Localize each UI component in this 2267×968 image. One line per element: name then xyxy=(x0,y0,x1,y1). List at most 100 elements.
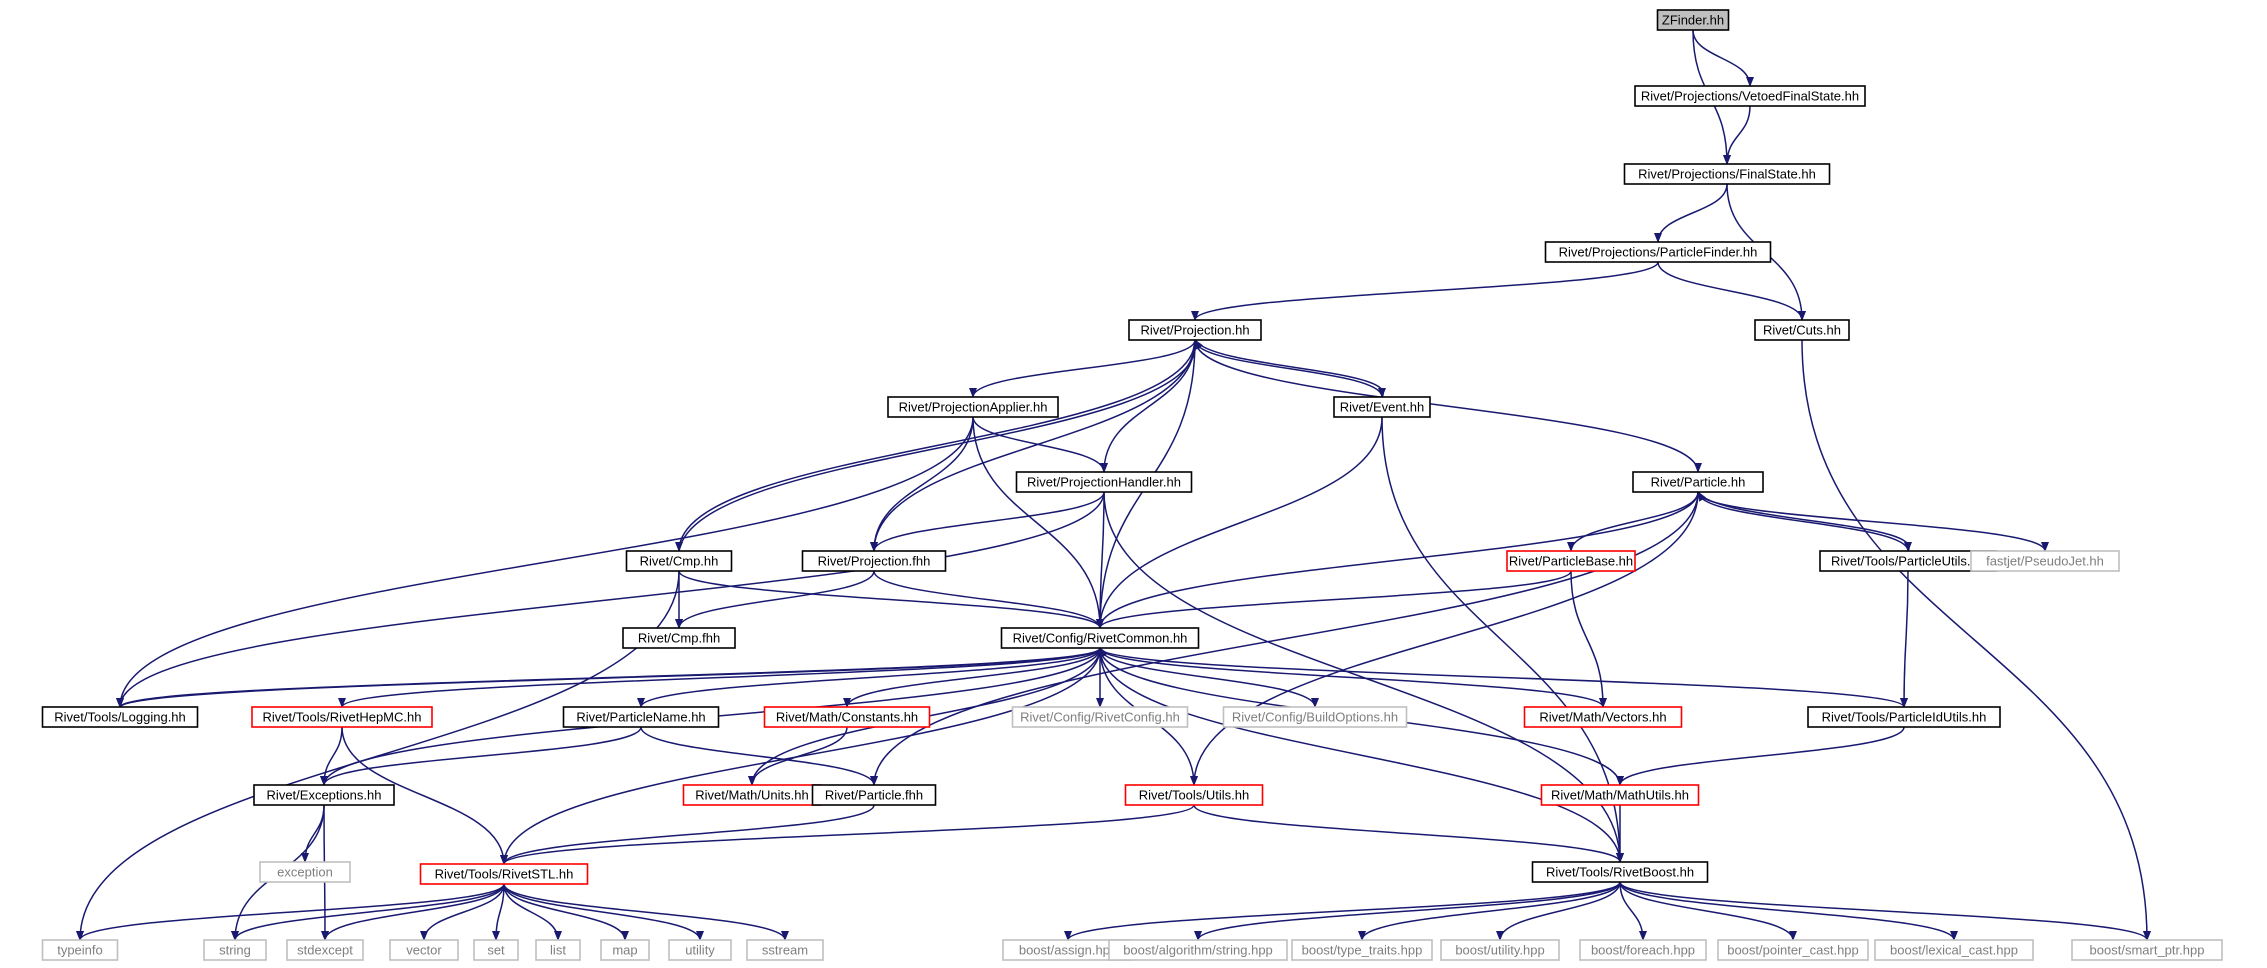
node-box xyxy=(625,550,733,572)
node-particleidutils[interactable]: Rivet/Tools/ParticleIdUtils.hh xyxy=(1807,706,2001,728)
node-box xyxy=(251,706,433,728)
node-projfhh[interactable]: Rivet/Projection.fhh xyxy=(801,550,947,572)
node-label: boost/smart_ptr.hpp xyxy=(2090,942,2205,957)
node-particleutils[interactable]: Rivet/Tools/ParticleUtils.hh xyxy=(1819,550,1997,572)
node-label: Rivet/Projections/VetoedFinalState.hh xyxy=(1641,88,1859,103)
node-box xyxy=(1108,939,1288,961)
node-label: Rivet/ProjectionHandler.hh xyxy=(1027,474,1181,489)
node-box xyxy=(668,939,732,961)
edge-projapplier-to-logging xyxy=(116,416,974,708)
node-exception: exception xyxy=(259,861,351,883)
node-label: Rivet/Math/Vectors.hh xyxy=(1539,709,1666,724)
edge-rivetboost-to-pointercast xyxy=(1619,881,1797,941)
node-cmp[interactable]: Rivet/Cmp.hh xyxy=(625,550,733,572)
node-finalstate[interactable]: Rivet/Projections/FinalState.hh xyxy=(1623,163,1831,185)
node-algostring: boost/algorithm/string.hpp xyxy=(1108,939,1288,961)
node-box xyxy=(1754,319,1850,341)
node-box xyxy=(622,627,736,649)
node-assign: boost/assign.hpp xyxy=(1002,939,1134,961)
edge-logging-to-rivetcommon xyxy=(119,647,1108,708)
node-rivethepmc[interactable]: Rivet/Tools/RivetHepMC.hh xyxy=(251,706,433,728)
edge-projection-to-event xyxy=(1194,339,1386,398)
edge-particlefinder-to-cuts xyxy=(1657,261,1806,321)
node-rivetcommon[interactable]: Rivet/Config/RivetCommon.hh xyxy=(1000,627,1200,649)
node-cmpfhh[interactable]: Rivet/Cmp.fhh xyxy=(622,627,736,649)
node-label: Rivet/Event.hh xyxy=(1340,399,1425,414)
node-label: Rivet/Projections/ParticleFinder.hh xyxy=(1559,244,1758,259)
node-rivetstl[interactable]: Rivet/Tools/RivetSTL.hh xyxy=(419,863,589,885)
edge-rivetstl-to-vector xyxy=(420,883,505,941)
edge-rivetboost-to-typetraits xyxy=(1358,881,1621,941)
node-projapplier[interactable]: Rivet/ProjectionApplier.hh xyxy=(887,396,1059,418)
node-label: Rivet/Particle.hh xyxy=(1651,474,1746,489)
node-constants[interactable]: Rivet/Math/Constants.hh xyxy=(763,706,931,728)
edge-particlename-to-exceptions xyxy=(320,726,642,786)
node-exceptions[interactable]: Rivet/Exceptions.hh xyxy=(253,784,395,806)
node-vetoed[interactable]: Rivet/Projections/VetoedFinalState.hh xyxy=(1634,85,1866,107)
node-units[interactable]: Rivet/Math/Units.hh xyxy=(682,784,822,806)
node-label: vector xyxy=(406,942,442,957)
node-logging[interactable]: Rivet/Tools/Logging.hh xyxy=(41,706,199,728)
node-label: stdexcept xyxy=(297,942,353,957)
node-particlename[interactable]: Rivet/ParticleName.hh xyxy=(562,706,720,728)
edge-rivetcommon-to-rivethepmc xyxy=(338,647,1101,708)
node-label: Rivet/Math/Constants.hh xyxy=(776,709,918,724)
node-particlebase[interactable]: Rivet/ParticleBase.hh xyxy=(1506,550,1636,572)
node-particle[interactable]: Rivet/Particle.hh xyxy=(1632,471,1764,493)
node-string: string xyxy=(203,939,267,961)
edge-projhandler-to-logging xyxy=(116,491,1105,708)
edge-particleutils-to-particle xyxy=(1697,491,1910,552)
node-butility: boost/utility.hpp xyxy=(1440,939,1560,961)
node-event[interactable]: Rivet/Event.hh xyxy=(1333,396,1431,418)
node-box xyxy=(1544,241,1772,263)
edge-rivetboost-to-foreach xyxy=(1619,881,1647,941)
edge-rivethepmc-to-exceptions xyxy=(320,726,343,786)
node-box xyxy=(887,396,1059,418)
node-rivetboost[interactable]: Rivet/Tools/RivetBoost.hh xyxy=(1531,861,1709,883)
node-label: Rivet/Tools/RivetBoost.hh xyxy=(1546,864,1694,879)
node-label: boost/algorithm/string.hpp xyxy=(1123,942,1273,957)
edge-projapplier-to-rivetcommon xyxy=(972,416,1104,629)
node-vectors[interactable]: Rivet/Math/Vectors.hh xyxy=(1523,706,1683,728)
edge-event-to-rivetboost xyxy=(1381,416,1624,863)
edge-rivetboost-to-butility xyxy=(1496,881,1621,941)
node-particlefhh[interactable]: Rivet/Particle.fhh xyxy=(811,784,937,806)
edge-projection-to-projhandler xyxy=(1100,339,1196,473)
dependency-nodes: ZFinder.hhRivet/Projections/VetoedFinalS… xyxy=(41,9,2223,961)
node-label: Rivet/Projection.hh xyxy=(1140,322,1249,337)
node-label: Rivet/Cuts.hh xyxy=(1763,322,1841,337)
node-label: Rivet/Tools/ParticleIdUtils.hh xyxy=(1822,709,1987,724)
edge-vetoed-to-finalstate xyxy=(1723,105,1751,165)
node-box xyxy=(1124,784,1264,806)
node-label: boost/utility.hpp xyxy=(1455,942,1544,957)
edge-particle-to-particleutils xyxy=(1697,491,1912,552)
node-projection[interactable]: Rivet/Projection.hh xyxy=(1128,319,1262,341)
node-label: Rivet/Config/RivetCommon.hh xyxy=(1013,630,1188,645)
node-mathutils[interactable]: Rivet/Math/MathUtils.hh xyxy=(1540,784,1700,806)
node-projhandler[interactable]: Rivet/ProjectionHandler.hh xyxy=(1015,471,1193,493)
edge-projhandler-to-rivetboost xyxy=(1103,491,1624,863)
node-cuts[interactable]: Rivet/Cuts.hh xyxy=(1754,319,1850,341)
edge-rivetstl-to-map xyxy=(503,883,629,941)
node-sstream: sstream xyxy=(746,939,824,961)
node-utility: utility xyxy=(668,939,732,961)
node-box xyxy=(801,550,947,572)
node-particlefinder[interactable]: Rivet/Projections/ParticleFinder.hh xyxy=(1544,241,1772,263)
node-box xyxy=(1128,319,1262,341)
edge-particleutils-to-particleidutils xyxy=(1900,570,1909,708)
edge-rivetstl-to-string xyxy=(231,883,505,941)
node-box xyxy=(1222,706,1408,728)
edge-cmp-to-rivetcommon xyxy=(678,570,1104,629)
node-box xyxy=(600,939,650,961)
node-utils[interactable]: Rivet/Tools/Utils.hh xyxy=(1124,784,1264,806)
edge-projhandler-to-rivetcommon xyxy=(1096,491,1105,629)
node-label: boost/foreach.hpp xyxy=(1591,942,1695,957)
node-zfinder[interactable]: ZFinder.hh xyxy=(1656,9,1730,31)
node-box xyxy=(1634,85,1866,107)
node-box xyxy=(1011,706,1189,728)
node-box xyxy=(746,939,824,961)
edge-particle-to-utils xyxy=(1190,491,1699,786)
node-vector: vector xyxy=(389,939,459,961)
node-label: Rivet/ProjectionApplier.hh xyxy=(899,399,1048,414)
node-box xyxy=(1807,706,2001,728)
